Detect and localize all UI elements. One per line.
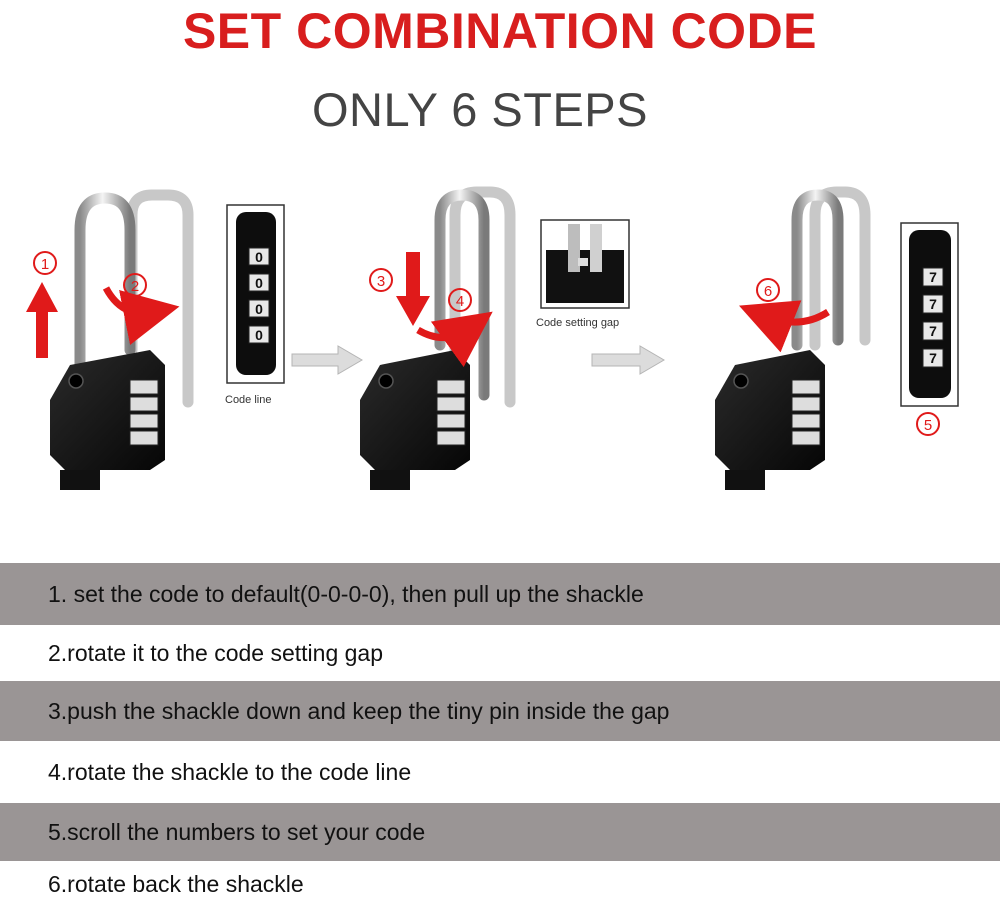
svg-text:0: 0 [255,327,263,343]
step-row-2: 2.rotate it to the code setting gap [0,625,1000,681]
gap-zoom [540,219,630,309]
instruction-diagram: 1 2 0 0 0 0 Code line [26,186,959,490]
svg-text:5: 5 [924,417,932,434]
step-marker-1: 1 [33,251,57,275]
dial-zoom-set: 7 7 7 7 [900,222,959,407]
padlock-step-1 [50,189,194,490]
svg-text:0: 0 [255,275,263,291]
svg-text:7: 7 [929,350,937,366]
up-arrow-icon [26,282,58,358]
step-row-5: 5.scroll the numbers to set your code [0,803,1000,861]
step-marker-5: 5 [916,412,940,436]
svg-text:4: 4 [456,293,464,310]
caption-code-setting-gap: Code setting gap [536,317,619,329]
step-row-4: 4.rotate the shackle to the code line [0,741,1000,803]
step-row-6: 6.rotate back the shackle [0,861,1000,907]
padlock-step-3 [715,186,871,490]
rotate-arrow-icon [738,300,830,353]
dial-stack [129,379,159,446]
svg-text:3: 3 [377,273,385,290]
dial-zoom-default: 0 0 0 0 [226,204,285,384]
svg-text:0: 0 [255,249,263,265]
step-marker-4: 4 [448,288,472,312]
page-subtitle: ONLY 6 STEPS [311,83,648,136]
step-text: 3.push the shackle down and keep the tin… [48,697,670,724]
dial-stack [791,379,821,446]
svg-text:7: 7 [929,323,937,339]
step-text: 2.rotate it to the code setting gap [48,639,384,666]
svg-text:1: 1 [41,256,49,273]
dial-stack [436,379,466,446]
step-text: 1. set the code to default(0-0-0-0), the… [48,580,644,607]
next-step-arrow-icon [591,345,665,375]
rotate-arrow-icon [102,286,180,345]
page-title: SET COMBINATION CODE [182,3,818,59]
svg-text:7: 7 [929,296,937,312]
step-text: 4.rotate the shackle to the code line [48,758,412,785]
step-marker-6: 6 [756,278,780,302]
padlock-step-2 [360,186,516,490]
svg-text:6: 6 [764,283,772,300]
svg-text:0: 0 [255,301,263,317]
next-step-arrow-icon [291,345,363,375]
step-row-1: 1. set the code to default(0-0-0-0), the… [0,563,1000,625]
svg-text:2: 2 [131,278,139,295]
step-text: 6.rotate back the shackle [48,870,304,897]
step-marker-3: 3 [369,268,393,292]
step-row-3: 3.push the shackle down and keep the tin… [0,681,1000,741]
rotate-arrow-icon [416,311,493,368]
step-text: 5.scroll the numbers to set your code [48,818,426,845]
svg-text:7: 7 [929,269,937,285]
down-arrow-icon [396,252,430,326]
caption-code-line: Code line [225,394,271,406]
